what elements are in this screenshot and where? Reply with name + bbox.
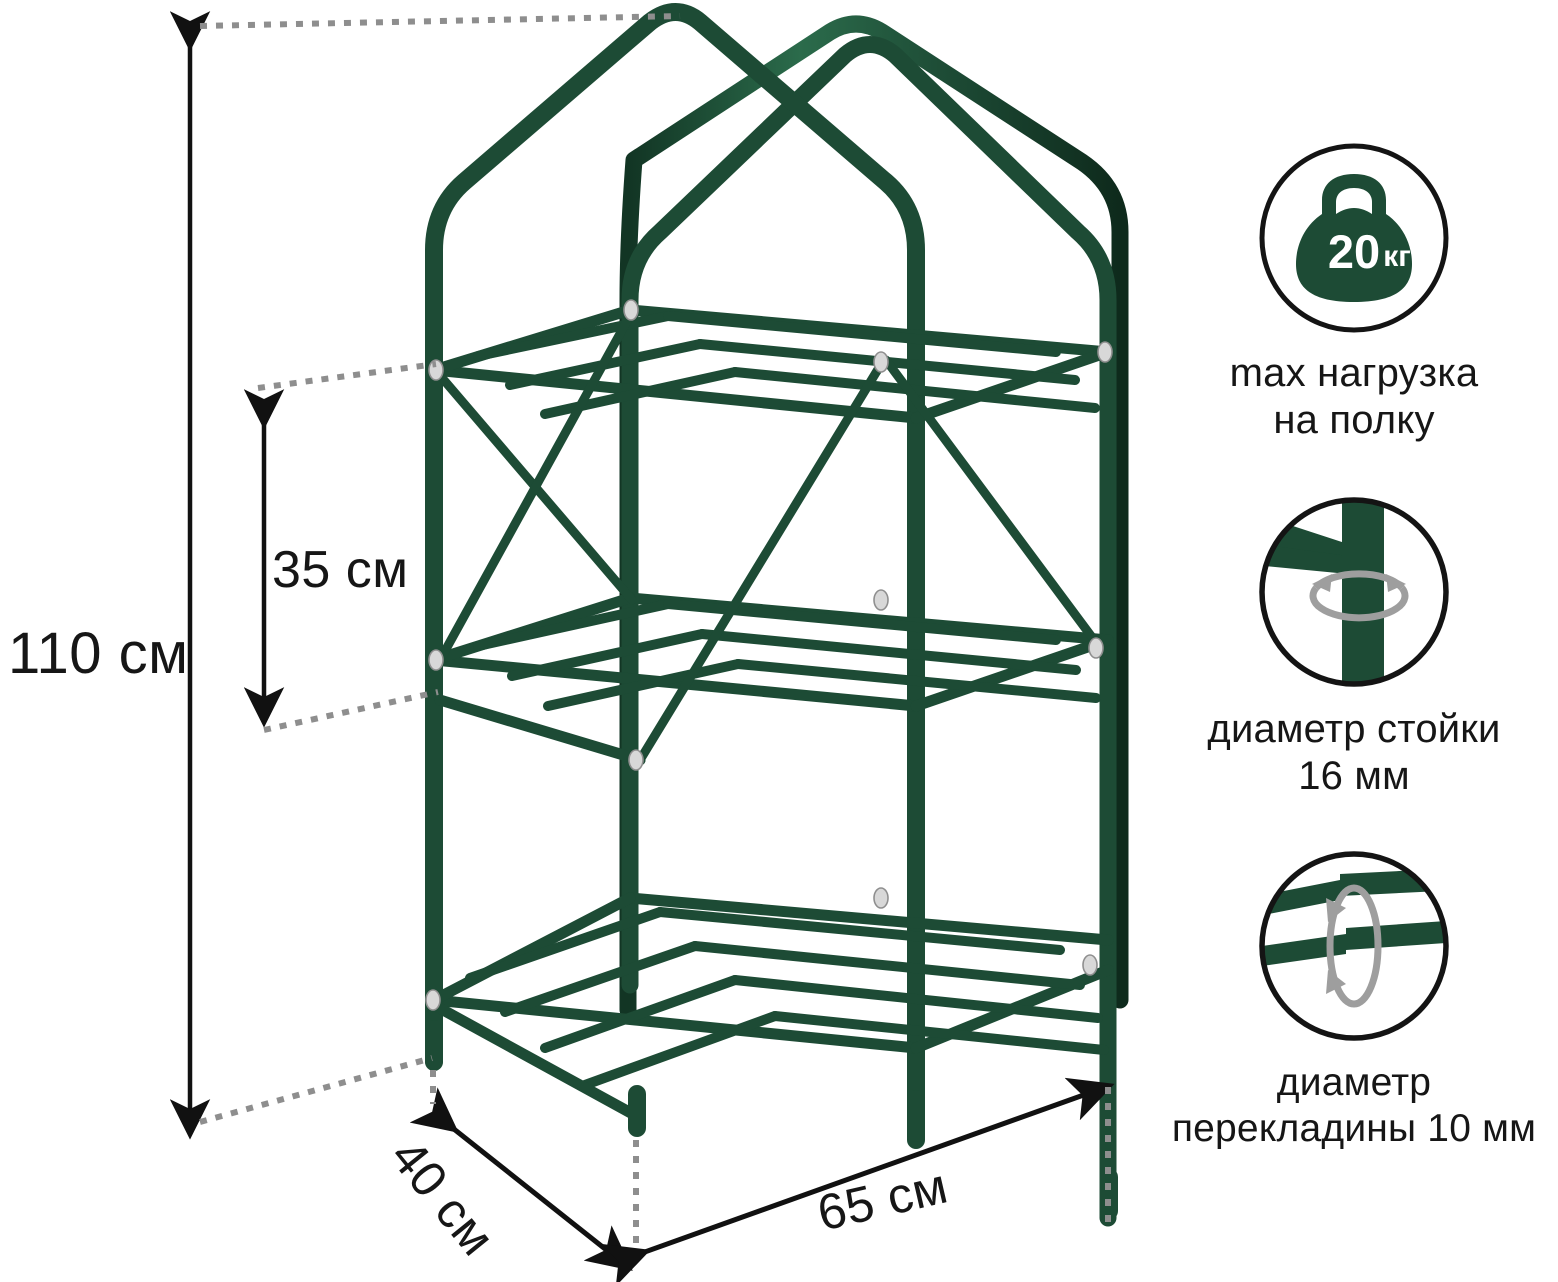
post-diameter-caption-line2: 16 мм bbox=[1298, 754, 1410, 799]
rotation-arrow-icon bbox=[1309, 570, 1409, 622]
shelf-bottom bbox=[428, 892, 1114, 1124]
max-load-badge-value: 20 bbox=[1328, 225, 1380, 278]
rear-hoop bbox=[619, 15, 1129, 1019]
max-load-caption: max нагрузка на полку bbox=[1150, 350, 1558, 444]
rod-diameter-caption-line2: перекладины 10 мм bbox=[1171, 1107, 1537, 1151]
rack-back-frame bbox=[619, 15, 1129, 1019]
dimension-label-height: 110 см bbox=[8, 621, 189, 686]
front-hoop-group bbox=[425, 3, 925, 1149]
dim-arrow-depth bbox=[409, 1087, 633, 1271]
feature-info-column: 20 кг max нагрузка на полку bbox=[1150, 140, 1558, 1210]
max-load-badge-unit: кг bbox=[1383, 240, 1411, 273]
post-diameter-icon-wrap bbox=[1150, 492, 1558, 692]
post-diameter-caption-line1: диаметр стойки bbox=[1207, 707, 1501, 751]
rod-diameter-caption-line1: диаметр bbox=[1276, 1061, 1432, 1104]
info-block-max-load: 20 кг max нагрузка на полку bbox=[1150, 140, 1558, 444]
rear-hoop-group bbox=[621, 36, 1117, 1227]
rod-diameter-icon bbox=[1259, 851, 1449, 1041]
max-load-icon-wrap: 20 кг bbox=[1150, 140, 1558, 336]
leader-height bbox=[199, 13, 681, 1125]
info-block-post-diameter: диаметр стойки 16 мм bbox=[1150, 492, 1558, 800]
max-load-caption-line1: max нагрузка bbox=[1229, 351, 1479, 395]
rotation-arrow-icon bbox=[1326, 884, 1382, 1008]
cross-brace-left bbox=[432, 307, 637, 665]
info-block-rod-diameter: диаметр перекладины 10 мм bbox=[1150, 846, 1558, 1152]
leader-footprint bbox=[430, 1070, 1111, 1246]
max-load-caption-line2: на полку bbox=[1273, 398, 1435, 443]
post-diameter-caption: диаметр стойки 16 мм bbox=[1150, 706, 1558, 800]
leader-shelf-gap bbox=[257, 361, 439, 733]
dimension-label-shelf-gap: 35 см bbox=[272, 541, 409, 599]
dim-arrow-width bbox=[600, 1077, 1115, 1282]
cross-brace-rear bbox=[635, 355, 1105, 765]
rod-diameter-caption: диаметр перекладины 10 мм bbox=[1150, 1060, 1558, 1152]
post-diameter-icon bbox=[1259, 497, 1449, 687]
kettlebell-icon: 20 кг bbox=[1259, 143, 1449, 333]
rod-diameter-icon-wrap bbox=[1150, 846, 1558, 1046]
